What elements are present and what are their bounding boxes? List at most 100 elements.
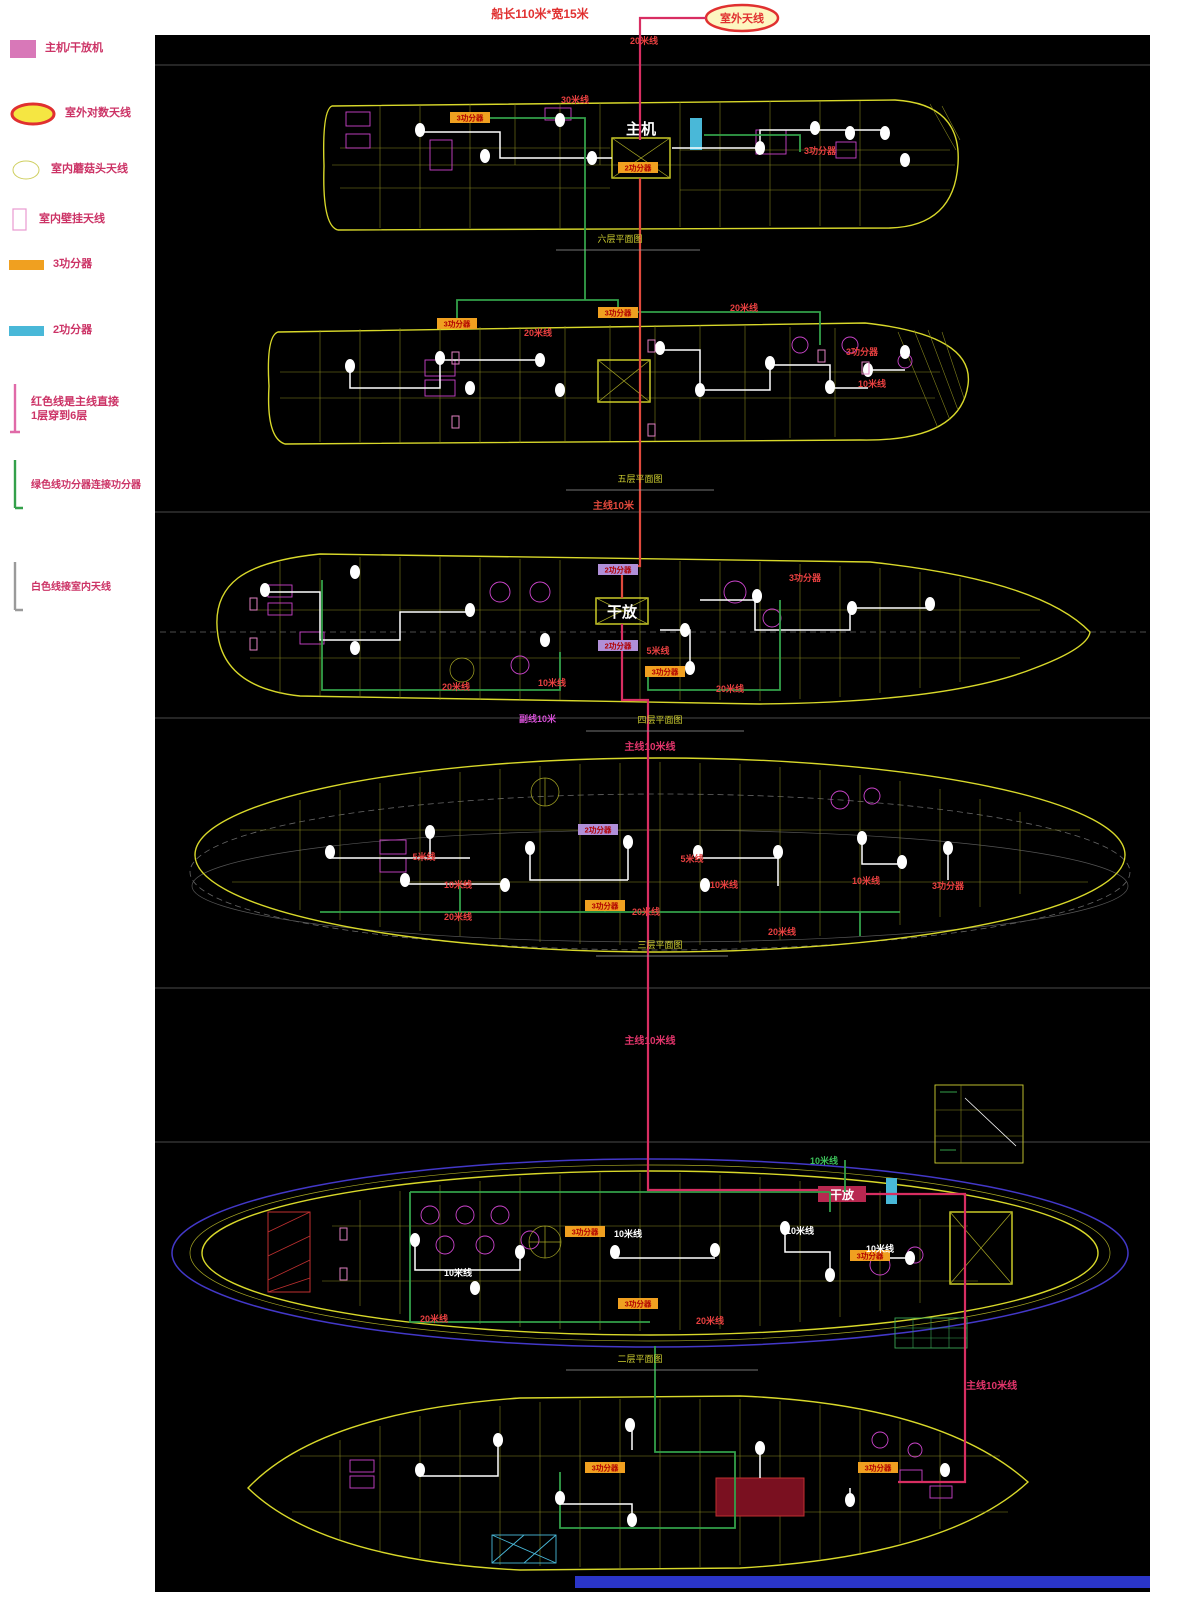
mushroom-antenna-icon	[540, 633, 550, 647]
mushroom-antenna-icon	[400, 873, 410, 887]
mushroom-antenna-icon	[625, 1418, 635, 1432]
line-label: 10米线	[444, 1267, 472, 1278]
mushroom-antenna-icon	[515, 1245, 525, 1259]
legend-item-splitter2: 2功分器	[8, 324, 92, 338]
mushroom-antenna-icon	[925, 597, 935, 611]
line-label: 副线10米	[519, 713, 557, 724]
section-dividers	[155, 64, 1150, 1143]
line-label: 20米线	[716, 683, 744, 694]
splitter3-box-label: 3功分器	[444, 319, 471, 329]
mushroom-antenna-icon	[587, 151, 597, 165]
hold-box	[949, 1211, 1013, 1285]
splitter3-box	[858, 1462, 898, 1473]
wall-antenna-icon	[339, 1267, 348, 1281]
main-line-top	[638, 16, 706, 140]
mushroom-antenna-icon	[700, 878, 710, 892]
mushroom-antenna-icon	[350, 565, 360, 579]
mushroom-antenna-icon	[825, 1268, 835, 1282]
mushroom-antenna-icon	[493, 1433, 503, 1447]
splitter3-box	[850, 1250, 890, 1261]
splitter2-box-label: 2功分器	[585, 825, 612, 835]
line-label: 20米线	[768, 926, 796, 937]
splitter3-box-label: 3功分器	[572, 1227, 599, 1237]
wall-antenna-icon	[647, 423, 656, 437]
mushroom-antenna-icon	[345, 359, 355, 373]
splitter2-box	[598, 640, 638, 651]
mushroom-antenna-icon	[780, 1221, 790, 1235]
splitter3-box-label: 3功分器	[625, 1299, 652, 1309]
line-label: 20米线	[444, 911, 472, 922]
wall-antennas	[249, 339, 870, 1281]
splitter3-box-label: 3功分器	[592, 901, 619, 911]
mushroom-antenna-icon	[555, 383, 565, 397]
legend-label: 室内壁挂天线	[39, 213, 105, 226]
mushroom-antenna-icon	[610, 1245, 620, 1259]
line-label: 3功分器	[846, 346, 879, 357]
wall-antenna-icon	[647, 339, 656, 353]
mushroom-antenna-icon	[627, 1513, 637, 1527]
deck-caption: 三层平面图	[637, 940, 682, 950]
line-label: 10米线	[866, 1243, 894, 1254]
splitter3-box	[618, 1298, 658, 1309]
mushroom-antenna-icon	[943, 841, 953, 855]
mushroom-antenna-icon	[12, 160, 40, 180]
line-label: 20米线	[524, 327, 552, 338]
wall-antenna-icon	[12, 208, 27, 231]
legend-label: 主机/干放机	[45, 42, 104, 55]
host-square-icon	[10, 40, 36, 58]
line-label: 主线10米线	[624, 1034, 675, 1047]
wall-antenna-icon	[861, 361, 870, 375]
legend-label: 室内蘑菇头天线	[51, 163, 128, 176]
repeater-label: 干放	[607, 603, 638, 621]
deck-5: 干放	[171, 1084, 1129, 1349]
mushroom-antenna-icon	[765, 356, 775, 370]
splitter3-box-label: 3功分器	[592, 1463, 619, 1473]
legend-label: 3功分器	[53, 258, 93, 271]
mushroom-antenna-icon	[623, 835, 633, 849]
mushroom-antenna-icon	[940, 1463, 950, 1477]
legend-item-wall-antenna: 室内壁挂天线	[8, 206, 105, 234]
mushroom-antenna-icon	[465, 381, 475, 395]
splitter3-box	[565, 1226, 605, 1237]
deck-caption: 六层平面图	[597, 233, 642, 244]
legend-label: 白色线接室内天线	[31, 581, 111, 593]
line-label: 10米线	[852, 875, 880, 886]
mushroom-antenna-icon	[863, 363, 873, 377]
splitter3-box-label: 3功分器	[865, 1463, 892, 1473]
splitter2-box-label: 2功分器	[605, 641, 632, 651]
mushroom-antenna-icon	[710, 1243, 720, 1257]
deck5-tables	[420, 1205, 924, 1276]
legend-item-host: 主机/干放机	[8, 38, 103, 60]
mushroom-antenna-icon	[695, 383, 705, 397]
mushroom-antenna-icon	[900, 345, 910, 359]
mushroom-antenna-icon	[260, 583, 270, 597]
line-label: 5米线	[412, 851, 435, 862]
mushroom-antenna-icon	[350, 641, 360, 655]
mushroom-antenna-icon	[810, 121, 820, 135]
red-hatch-block	[267, 1211, 311, 1293]
legend-label: 绿色线功分器连接功分器	[31, 479, 141, 491]
mushroom-antenna-icon	[755, 1441, 765, 1455]
ship-size-label: 船长110米*宽15米	[491, 6, 589, 21]
splitter2-box-label: 2功分器	[605, 565, 632, 575]
deck1-furniture	[345, 107, 857, 171]
splitter3-box	[585, 900, 625, 911]
wall-antenna-icon	[451, 415, 460, 429]
splitter3-box-label: 3功分器	[857, 1251, 884, 1261]
mushroom-antenna-icon	[555, 113, 565, 127]
mushroom-antenna-icon	[435, 351, 445, 365]
mushroom-antenna-icon	[693, 845, 703, 859]
line-label: 10米线	[444, 879, 472, 890]
legend-label: 红色线是主线直接1层穿到6层	[31, 396, 119, 422]
mushroom-antenna-icon	[845, 126, 855, 140]
green-line-deck1-2	[456, 117, 821, 345]
splitter3-box	[450, 112, 490, 123]
splitter2-box-label: 2功分器	[625, 163, 652, 173]
wall-antenna-icon	[339, 1227, 348, 1241]
bottom-blue-strip	[575, 1576, 1150, 1588]
mushroom-antenna-icon	[415, 1463, 425, 1477]
splitter3-box	[437, 318, 477, 329]
